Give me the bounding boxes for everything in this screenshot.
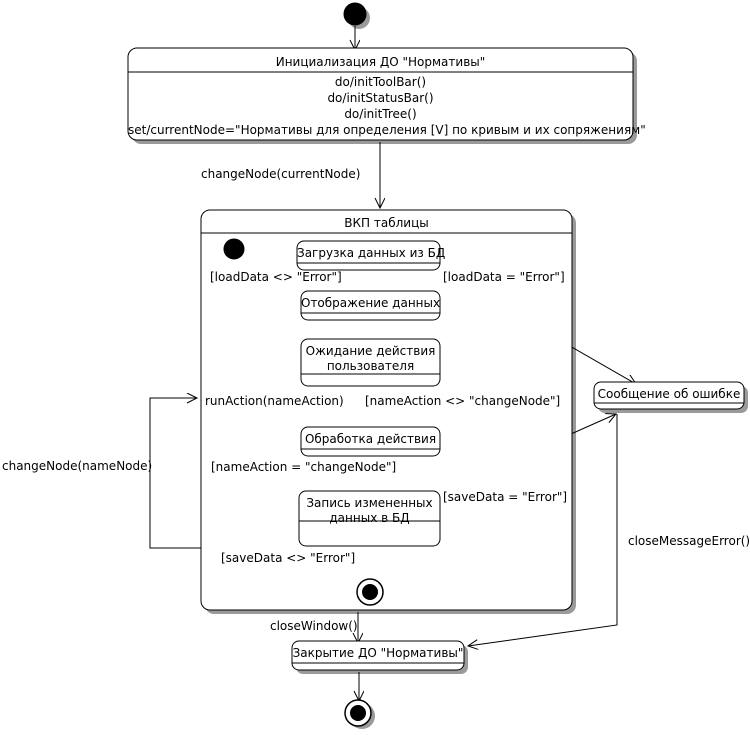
inner-start-node bbox=[223, 238, 245, 260]
edge-label-close-message-error: closeMessageError() bbox=[628, 534, 750, 548]
wait-action-title-line2: пользователя bbox=[326, 359, 415, 373]
wait-action-title-line1: Ожидание действия bbox=[305, 344, 436, 358]
composite-state-box bbox=[200, 209, 573, 611]
close-state-title: Закрытие ДО "Нормативы" bbox=[292, 646, 464, 660]
edge-label-save-data-error: [saveData = "Error"] bbox=[443, 490, 568, 504]
edge-label-name-action-eq: [nameAction = "changeNode"] bbox=[211, 460, 397, 474]
show-data-box bbox=[300, 290, 441, 321]
process-action-title: Обработка действия bbox=[304, 432, 437, 446]
edge-label-change-node-name: changeNode(nameNode) bbox=[2, 459, 153, 473]
init-state-action-3: do/initTree() bbox=[344, 107, 417, 121]
error-message-title: Сообщение об ошибке bbox=[597, 387, 741, 401]
edge-label-close-window: closeWindow() bbox=[270, 619, 358, 633]
close-state-box bbox=[291, 640, 465, 671]
edge-label-name-action-ne: [nameAction <> "changeNode"] bbox=[365, 394, 561, 408]
init-state-action-2: do/initStatusBar() bbox=[327, 91, 434, 105]
edge-label-run-action: runAction(nameAction) bbox=[205, 394, 344, 408]
load-data-title: Загрузка данных из БД bbox=[297, 246, 446, 260]
init-state-box bbox=[127, 47, 634, 141]
load-data-box bbox=[296, 240, 441, 271]
edge-label-save-data-ok: [saveData <> "Error"] bbox=[221, 551, 356, 565]
edge-label-load-data-error: [loadData = "Error"] bbox=[443, 270, 565, 284]
final-node bbox=[344, 699, 372, 727]
save-data-title-line2: данных в БД bbox=[329, 511, 410, 525]
show-data-title: Отображение данных bbox=[301, 296, 441, 310]
save-data-title-line1: Запись измененных bbox=[306, 496, 433, 510]
start-node bbox=[343, 2, 367, 26]
edge-composite-self-loop bbox=[149, 398, 201, 549]
init-state-action-1: do/initToolBar() bbox=[334, 75, 427, 89]
init-state-action-4: set/currentNode="Нормативы для определен… bbox=[128, 123, 646, 137]
edge-error-to-close bbox=[468, 414, 618, 646]
wait-action-box bbox=[300, 338, 441, 387]
edge-label-change-node-current: changeNode(currentNode) bbox=[201, 167, 361, 181]
inner-final-node bbox=[356, 578, 384, 606]
error-message-box bbox=[593, 381, 745, 410]
init-state-title: Инициализация ДО "Нормативы" bbox=[275, 55, 486, 69]
process-action-box bbox=[300, 426, 441, 457]
edge-label-load-data-ok: [loadData <> "Error"] bbox=[210, 270, 342, 284]
save-data-box bbox=[298, 490, 441, 547]
composite-state-title: ВКП таблицы bbox=[344, 216, 429, 230]
